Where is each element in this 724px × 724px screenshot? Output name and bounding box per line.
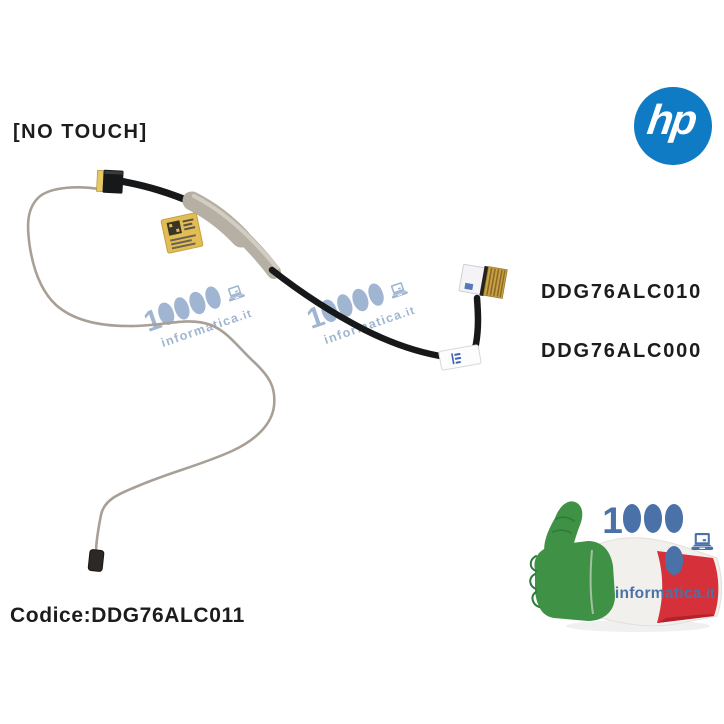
foil-sheen — [192, 194, 279, 270]
part-number-2: DDG76ALC000 — [541, 340, 702, 362]
watermark-number-row: 1 — [124, 274, 250, 345]
finger-creases — [529, 555, 540, 608]
main-black-cable — [268, 266, 482, 361]
codice-label: Codice:DDG76ALC011 — [10, 604, 245, 627]
logo-number-row: 1 — [583, 500, 715, 584]
camera-connector-tip — [87, 549, 105, 572]
hp-logo: hp — [634, 87, 712, 165]
laptop-icon — [691, 532, 714, 550]
no-touch-label: [NO TOUCH] — [13, 121, 148, 143]
watermark-number-row: 1 — [287, 271, 413, 342]
thin-camera-wire — [26, 186, 276, 555]
brand-domain: informatica — [614, 585, 702, 602]
board-connector — [458, 263, 508, 299]
watermark-logo: 1 informatica.it — [124, 274, 255, 359]
laptop-icon — [390, 281, 408, 298]
laptop-icon — [227, 284, 245, 301]
watermark-logo: 1 informatica.it — [287, 271, 418, 356]
foil-shield — [183, 192, 281, 279]
brand-tld: .it — [701, 585, 715, 601]
brand-number: 1 — [583, 500, 685, 584]
part-number-1: DDG76ALC010 — [541, 281, 702, 303]
display-connector — [96, 169, 124, 194]
logo-domain: informatica.it — [583, 585, 715, 603]
thumb-creases — [552, 516, 575, 534]
wrist-line — [589, 549, 594, 615]
barcode-label — [438, 344, 482, 371]
informatica-logo-text: 1 informatica.it — [583, 500, 715, 603]
kapton-label — [160, 212, 204, 254]
flag-green-thumb — [544, 501, 583, 565]
flag-red-shade — [657, 614, 714, 623]
